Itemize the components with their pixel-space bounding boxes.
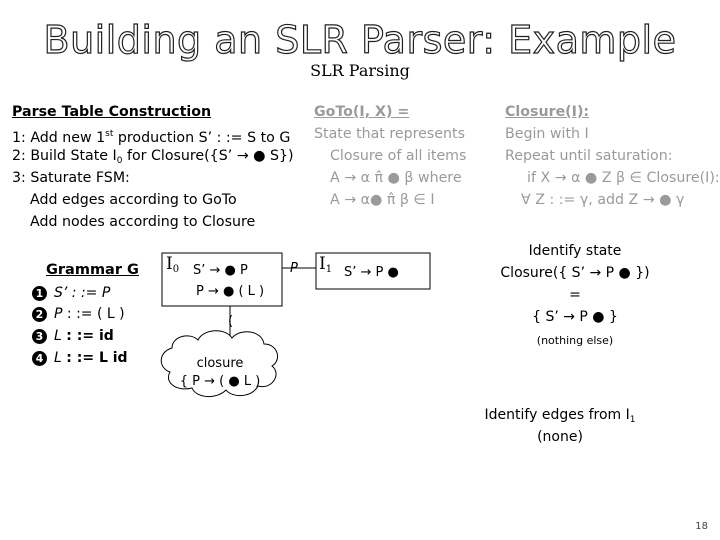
closure-line-4: ∀ Z : := γ, add Z → ● γ xyxy=(521,192,685,208)
state-i1-box xyxy=(315,252,431,290)
goto-line-4: A → α● π̂ β ∈ I xyxy=(330,192,435,208)
rule-number-badge: 1 xyxy=(32,286,47,301)
step-2: 2: Build State I0 for Closure({S’ → ● S}… xyxy=(12,148,294,166)
page-number: 18 xyxy=(695,521,708,532)
state-i1-item-1: S’ → P ● xyxy=(344,265,399,280)
rule-number-badge: 4 xyxy=(32,351,47,366)
state-i0-label: I0 xyxy=(166,254,180,275)
state-i0-box xyxy=(161,252,283,307)
construction-heading: Parse Table Construction xyxy=(12,104,212,120)
goto-line-1: State that represents xyxy=(314,126,465,142)
goto-line-2: Closure of all items xyxy=(330,148,467,164)
closure-heading: Closure(I): xyxy=(505,104,590,120)
closure-result: { S’ → P ● } xyxy=(532,309,618,325)
state-i0-item-1: S’ → ● P xyxy=(193,263,248,278)
step-1: 1: Add new 1st production S’ : := S to G xyxy=(12,129,291,146)
edge-p-label: P xyxy=(290,261,298,276)
state-i0-item-2: P → ● ( L ) xyxy=(196,284,265,299)
edge-paren-label: ( xyxy=(228,314,234,329)
slide-title: Building an SLR Parser: Example xyxy=(43,17,677,62)
rule-number-badge: 2 xyxy=(32,307,47,322)
step-3a: Add edges according to GoTo xyxy=(30,192,237,208)
cloud-shape xyxy=(160,330,279,397)
closure-line-3: if X → α ● Z β ∈ Closure(I): xyxy=(527,170,720,186)
closure-expression: Closure({ S’ → P ● }) xyxy=(500,265,650,281)
rule-number-badge: 3 xyxy=(32,329,47,344)
closure-line-2: Repeat until saturation: xyxy=(505,148,673,164)
cloud-line-1: closure xyxy=(196,356,244,371)
slide-subtitle: SLR Parsing xyxy=(310,61,410,80)
cloud-line-2: { P → ( ● L ) xyxy=(179,374,261,389)
closure-definition: Closure(I): Begin with I Repeat until sa… xyxy=(505,101,720,211)
goto-heading: GoTo(I, X) = xyxy=(314,104,410,120)
closure-line-1: Begin with I xyxy=(505,126,589,142)
nothing-else-note: (nothing else) xyxy=(536,334,614,347)
construction-steps: Parse Table Construction 1: Add new 1st … xyxy=(12,101,294,233)
goto-definition: GoTo(I, X) = State that represents Closu… xyxy=(314,101,466,211)
identify-state-text: Identify state xyxy=(528,243,622,259)
step-3b: Add nodes according to Closure xyxy=(30,214,256,230)
identify-edges-text: Identify edges from I1 xyxy=(484,407,636,425)
state-i1-label: I1 xyxy=(319,254,333,275)
step-3: 3: Saturate FSM: xyxy=(12,170,130,186)
goto-line-3: A → α π̂ ● β where xyxy=(330,170,462,186)
none-text: (none) xyxy=(537,429,583,445)
equals-sign: = xyxy=(569,287,581,303)
grammar-title: Grammar G xyxy=(46,262,139,278)
